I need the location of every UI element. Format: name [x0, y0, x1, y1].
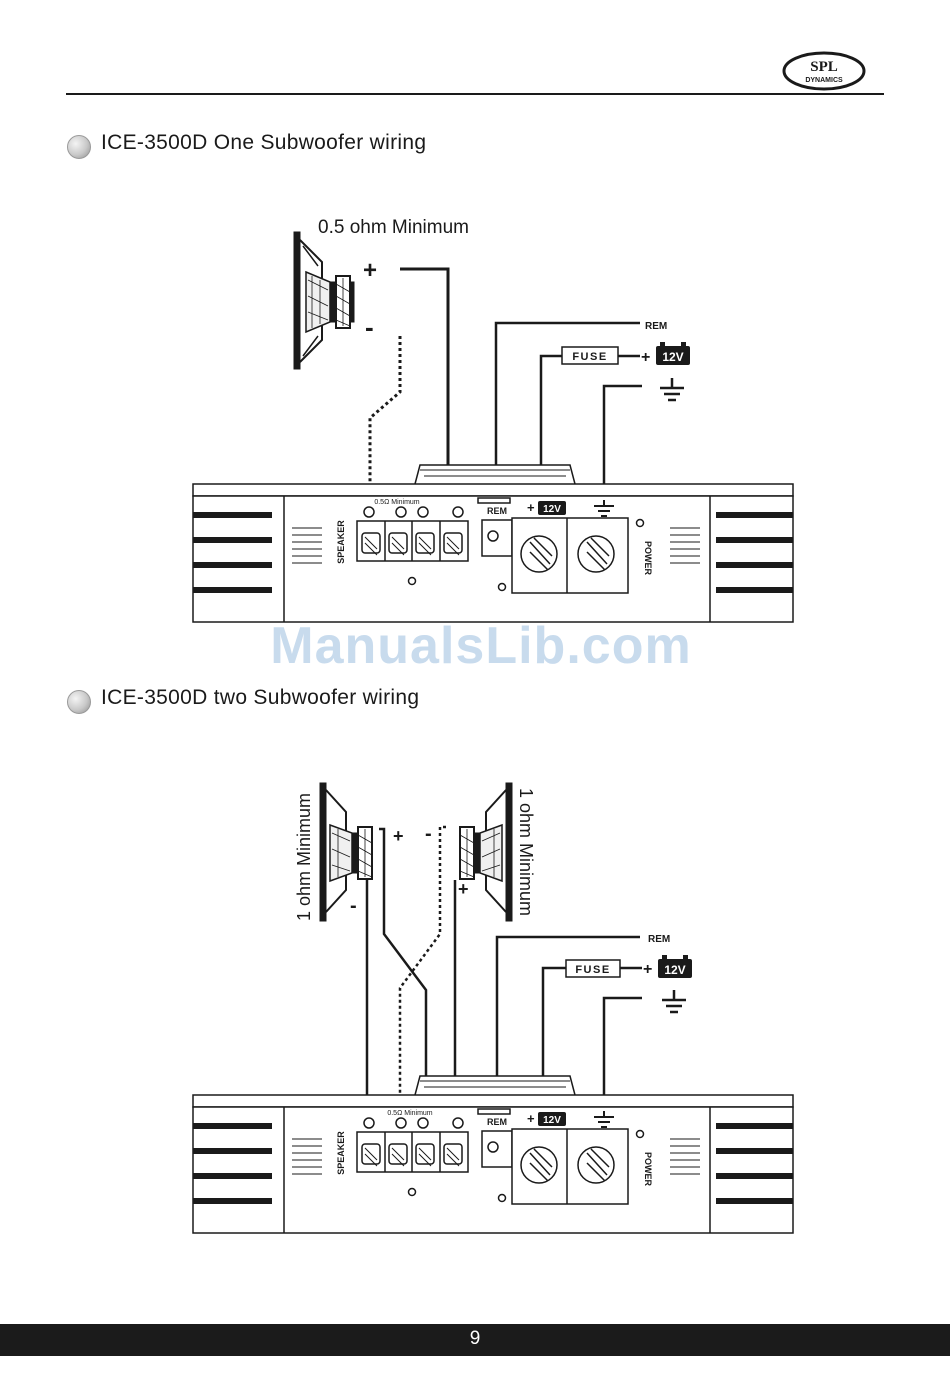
minus-sign: -	[365, 312, 374, 342]
svg-text:0.5Ω Minimum: 0.5Ω Minimum	[374, 499, 419, 506]
svg-text:+: +	[527, 1111, 535, 1126]
left-impedance-label: 1 ohm Minimum	[294, 793, 314, 921]
svg-text:FUSE: FUSE	[572, 351, 607, 363]
svg-text:POWER: POWER	[643, 1152, 653, 1187]
section-bullet-icon	[67, 690, 91, 714]
svg-text:12V: 12V	[664, 963, 685, 977]
svg-text:POWER: POWER	[643, 541, 653, 576]
ground-wire	[604, 386, 642, 500]
right-subwoofer-icon	[460, 783, 512, 921]
svg-text:+: +	[641, 349, 650, 366]
two-subwoofer-diagram: 1 ohm Minimum 1 ohm Minimum + - - + REM …	[0, 740, 950, 1240]
plus-sign: +	[363, 257, 377, 284]
impedance-label: 0.5 ohm Minimum	[318, 217, 469, 238]
subwoofer-icon	[294, 232, 354, 369]
battery-12v-icon: 12V	[656, 342, 690, 365]
svg-text:-: -	[425, 823, 432, 845]
right-impedance-label: 1 ohm Minimum	[516, 788, 536, 916]
left-subwoofer-icon	[320, 783, 372, 921]
svg-text:+: +	[458, 879, 469, 899]
ground-icon	[660, 378, 684, 400]
svg-text:12V: 12V	[543, 504, 561, 515]
svg-text:+: +	[527, 500, 535, 515]
svg-text:+: +	[643, 961, 652, 978]
svg-text:REM: REM	[487, 506, 507, 516]
svg-text:12V: 12V	[662, 350, 683, 364]
svg-text:+: +	[393, 826, 404, 846]
amplifier-body	[193, 465, 793, 622]
svg-text:REM: REM	[645, 321, 667, 332]
svg-text:-: -	[350, 895, 357, 917]
one-subwoofer-diagram: 0.5 ohm Minimum + - REM FUSE + 12V	[0, 0, 950, 640]
amplifier-body	[193, 1076, 793, 1233]
svg-text:REM: REM	[648, 934, 670, 945]
svg-text:SPEAKER: SPEAKER	[336, 520, 346, 564]
svg-text:SPEAKER: SPEAKER	[336, 1131, 346, 1175]
svg-text:REM: REM	[487, 1117, 507, 1127]
svg-text:FUSE: FUSE	[575, 964, 610, 976]
page-number: 9	[0, 1328, 950, 1350]
svg-text:0.5Ω Minimum: 0.5Ω Minimum	[387, 1110, 432, 1117]
svg-text:12V: 12V	[543, 1115, 561, 1126]
section-title-two-sub: ICE-3500D two Subwoofer wiring	[101, 686, 419, 710]
watermark: ManualsLib.com	[0, 616, 950, 676]
